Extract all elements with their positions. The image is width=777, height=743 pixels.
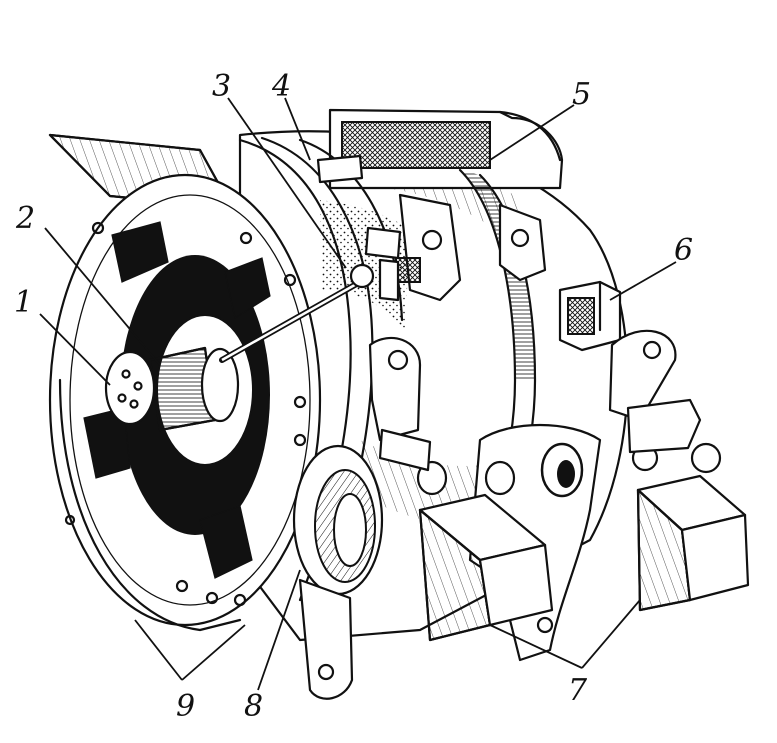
label-2: 2 bbox=[15, 201, 35, 236]
label-6: 6 bbox=[674, 233, 693, 268]
label-7: 7 bbox=[568, 673, 588, 708]
brush-holder-top bbox=[316, 154, 421, 302]
label-8: 8 bbox=[244, 689, 263, 724]
label-5: 5 bbox=[572, 77, 591, 112]
callout-labels: 1 2 3 4 5 6 7 8 9 bbox=[14, 69, 693, 724]
label-1: 1 bbox=[14, 285, 33, 320]
brush-box bbox=[558, 280, 622, 352]
ventilation-cover bbox=[328, 108, 564, 190]
label-4: 4 bbox=[271, 69, 291, 104]
axle-bearing-flange bbox=[292, 444, 384, 700]
label-3: 3 bbox=[212, 69, 231, 104]
label-9: 9 bbox=[176, 689, 195, 724]
terminal-boxes bbox=[418, 398, 750, 642]
shaft-assembly bbox=[104, 263, 375, 432]
leader-lines bbox=[39, 97, 677, 691]
shield-bolts bbox=[64, 221, 307, 607]
